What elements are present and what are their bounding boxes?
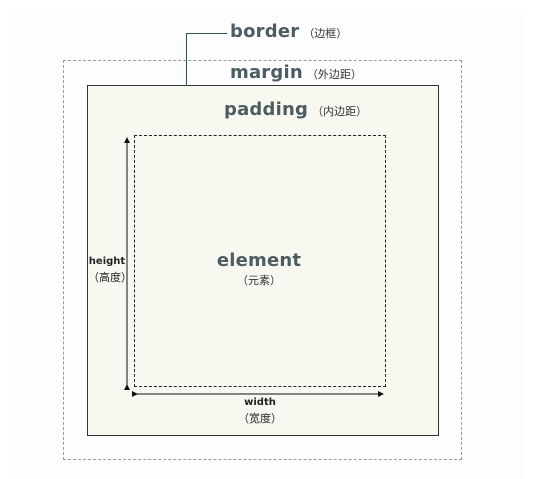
border-leader-line-vertical [186,33,187,86]
element-label-sub: （元素） [237,274,281,287]
border-box [87,85,439,436]
margin-label-text: margin [230,62,303,83]
border-label-sub: （边框） [303,27,348,40]
border-label-text: border [230,21,300,42]
padding-label: padding（内边距） [224,99,367,120]
padding-label-text: padding [224,99,309,120]
height-label-sub: （高度） [88,271,132,284]
content-box [134,135,386,387]
width-label-sub: （宽度） [238,412,282,425]
width-label-text: width [244,397,276,408]
height-label-text: height [88,256,126,267]
padding-label-sub: （内边距） [312,105,368,118]
border-label: border（边框） [230,21,347,42]
element-label: element （元素） [206,250,312,288]
element-label-text: element [216,250,302,271]
height-label: height （高度） [88,256,132,285]
margin-label-sub: （外边距） [306,68,362,81]
width-label: width （宽度） [231,397,289,426]
margin-box [63,60,462,460]
border-leader-line-horizontal [186,33,227,34]
margin-label: margin（外边距） [230,62,362,83]
